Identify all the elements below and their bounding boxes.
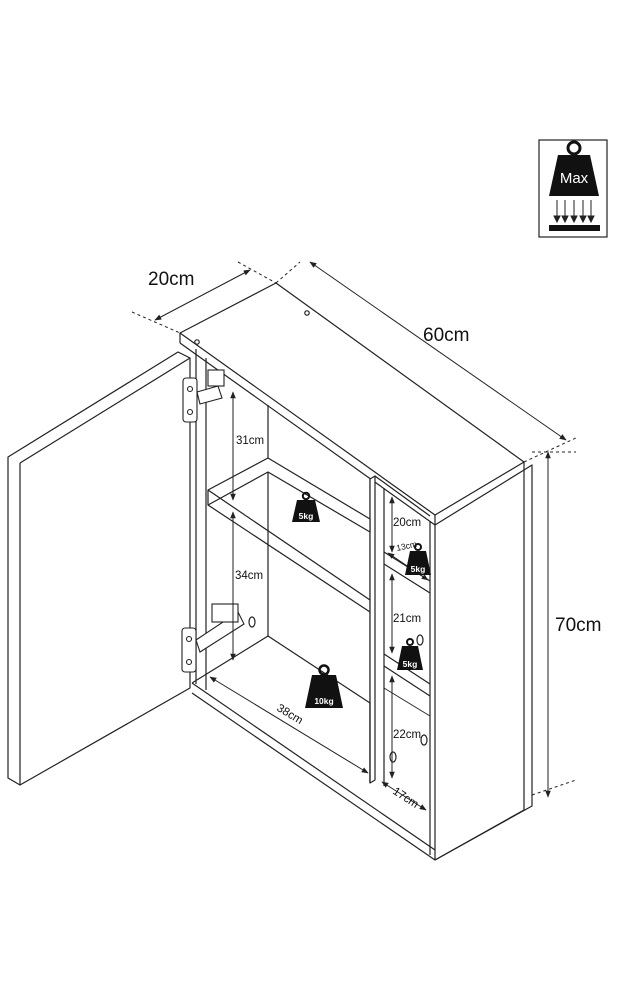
side-shelf-2-max: Max <box>404 653 415 659</box>
bottom-weight-icon: Max 10kg <box>305 664 343 708</box>
bottom-max: Max <box>316 683 331 692</box>
lower-compartment-label: 34cm <box>235 570 263 582</box>
cabinet-door <box>7 351 191 786</box>
side-width-label: 17cm <box>390 785 420 810</box>
side-shelf-2-weight-value: 5kg <box>403 659 418 669</box>
right-side-panel <box>434 464 533 861</box>
side-top-label: 20cm <box>393 517 421 529</box>
weight-icon <box>549 140 599 196</box>
side-shelf-1-weight-value: 5kg <box>411 564 426 574</box>
side-shelf-1-weight-icon: Max 5kg <box>405 543 431 575</box>
side-shelf-1-max: Max <box>412 558 423 564</box>
upper-compartment-label: 31cm <box>236 435 264 447</box>
height-label: 70cm <box>555 615 601 636</box>
depth-label: 20cm <box>148 269 194 290</box>
load-arrows-icon <box>553 200 595 224</box>
upper-shelf-weight-icon: 5kg <box>292 491 320 522</box>
side-width-line <box>381 781 427 811</box>
side-bottom-label: 22cm <box>393 729 421 741</box>
width-label: 60cm <box>423 325 469 346</box>
side-middle-label: 21cm <box>393 613 421 625</box>
upper-hinge-icon <box>182 369 225 423</box>
inner-width-line <box>209 676 369 774</box>
bottom-weight-value: 10kg <box>314 696 333 706</box>
legend-base-bar <box>549 225 600 231</box>
max-load-legend: Max <box>538 139 608 238</box>
inner-width-label: 38cm <box>274 702 304 727</box>
legend-max-label: Max <box>560 170 589 187</box>
width-dimension-line <box>309 261 567 441</box>
side-shelf-2-weight-icon: Max 5kg <box>397 638 423 670</box>
depth-dimension-line <box>154 269 251 321</box>
side-shelf-depth-label: 13cm <box>395 539 417 553</box>
upper-shelf-weight-value: 5kg <box>299 511 314 521</box>
lower-hinge-icon <box>181 603 245 673</box>
divider-panel <box>369 475 376 784</box>
